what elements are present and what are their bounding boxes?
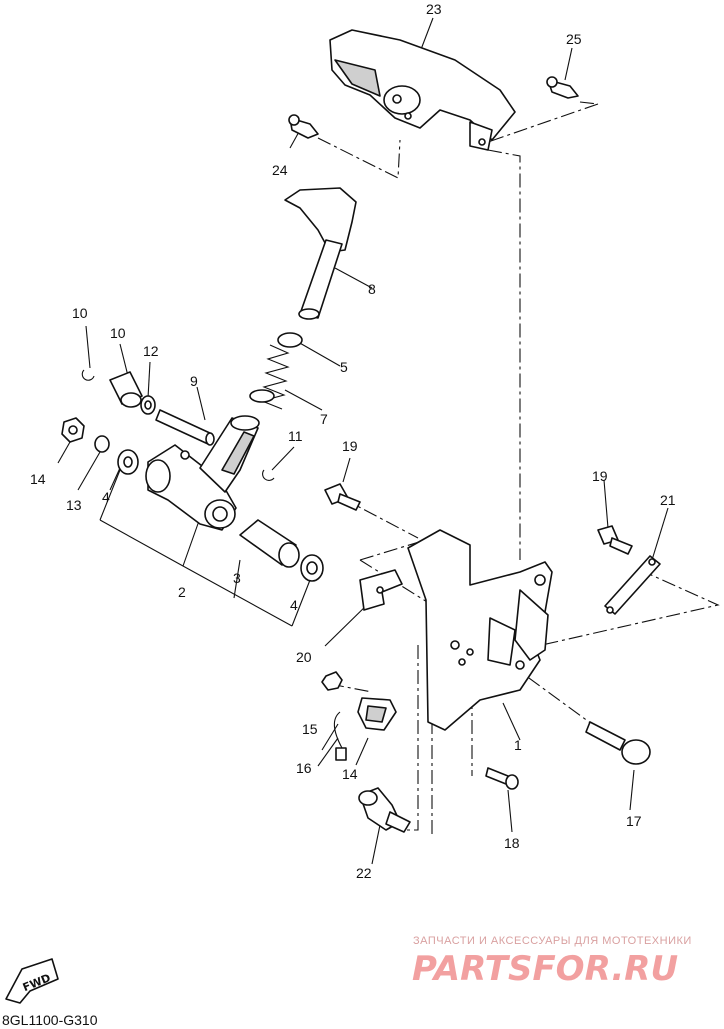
callout-10-b: 11: [288, 428, 303, 444]
part-3-collar: [239, 519, 300, 568]
part-9-collar: [109, 371, 143, 408]
callout-16: 18: [504, 835, 520, 851]
part-24-pin: [288, 114, 319, 139]
callout-13: 13: [66, 497, 82, 513]
callout-22: 22: [356, 865, 372, 881]
part-1-bracket: [407, 529, 553, 731]
part-4-bushing-a: [117, 449, 139, 475]
fwd-arrow-badge: FWD: [5, 958, 59, 1004]
callout-4-a: 4: [102, 489, 110, 505]
callout-19-a: 19: [342, 438, 358, 454]
watermark-caption: ЗАПЧАСТИ И АКСЕССУАРЫ ДЛЯ МОТОТЕХНИКИ: [413, 935, 692, 947]
callout-5: 5: [340, 359, 348, 375]
part-14-nut: [61, 417, 85, 443]
part-2-shaft: [145, 415, 260, 531]
part-7-lever: [284, 187, 357, 320]
part-13-washer: [94, 435, 110, 453]
callout-17: 15: [302, 721, 318, 737]
callout-4-b: 4: [290, 597, 298, 613]
callout-11: 12: [143, 343, 159, 359]
leader-lines: [57, 17, 669, 865]
part-10-clip-b: [262, 469, 275, 481]
callout-3: 3: [233, 570, 241, 586]
callout-6: 7: [320, 411, 328, 427]
callout-25: 25: [566, 31, 582, 47]
part-11-washer: [140, 395, 156, 415]
callout-15: 14: [342, 766, 358, 782]
callout-19-b: 19: [592, 468, 608, 484]
part-20-plate: [359, 569, 403, 611]
callout-9: 10: [110, 325, 126, 341]
part-25-pin: [546, 76, 579, 99]
part-15-switch: [357, 697, 397, 731]
part-21-strap: [604, 555, 661, 615]
callout-23: 23: [426, 1, 442, 17]
part-16-screw: [485, 767, 519, 790]
part-22-sensor: [358, 787, 411, 833]
part-23-cover: [329, 29, 516, 151]
callout-7: 8: [368, 281, 376, 297]
watermark-brand: PARTSFOR.RU: [412, 949, 678, 989]
callout-8: 9: [190, 373, 198, 389]
callout-18: 16: [296, 760, 312, 776]
callout-1: 1: [514, 737, 522, 753]
part-18-lead: [333, 711, 347, 761]
part-8-pin: [155, 409, 215, 446]
part-10-clip-a: [81, 369, 95, 381]
callout-24: 24: [272, 162, 288, 178]
part-19-bolt-b: [597, 525, 633, 555]
callout-labels: 23 25 24 8 5 7 9 10 12 10 11 14 13 4 19 …: [30, 1, 676, 881]
part-19-bolt-a: [324, 483, 361, 511]
callout-2: 2: [178, 584, 186, 600]
callout-10-a: 10: [72, 305, 88, 321]
part-12-bolt: [585, 721, 651, 765]
callout-20: 20: [296, 649, 312, 665]
watermark: ЗАПЧАСТИ И АКСЕССУАРЫ ДЛЯ МОТОТЕХНИКИ PA…: [412, 935, 692, 989]
part-4-bushing-b: [300, 554, 324, 582]
callout-14: 14: [30, 471, 46, 487]
callout-21: 21: [660, 492, 676, 508]
part-6-spring: [249, 344, 290, 410]
callout-12: 17: [626, 813, 642, 829]
diagram-code: 8GL1100-G310: [2, 1012, 98, 1028]
part-17-nut: [321, 671, 343, 691]
part-5-clip: [277, 332, 303, 348]
